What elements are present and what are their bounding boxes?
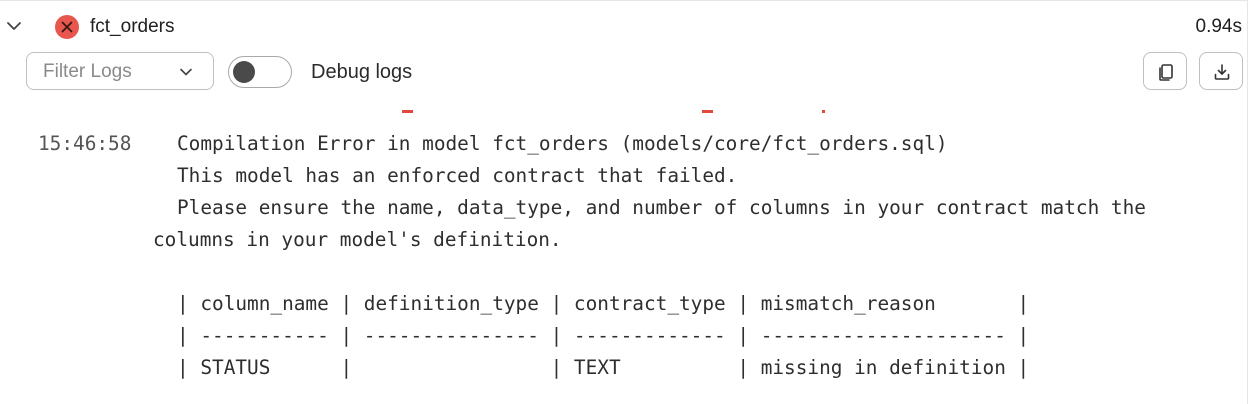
toggle-knob [233, 61, 255, 83]
log-line: This model has an enforced contract that… [177, 164, 738, 187]
model-run-header: fct_orders 0.94s [0, 0, 1250, 52]
debug-logs-label: Debug logs [311, 61, 413, 83]
log-table-row: | column_name | definition_type | contra… [177, 292, 1030, 315]
log-output: 15:46:58 Compilation Error in model fct_… [0, 100, 1250, 404]
log-line: Please ensure the name, data_type, and n… [177, 196, 1146, 219]
log-timestamp: 15:46:58 [38, 132, 132, 155]
scrolled-text-fragment [402, 110, 413, 113]
log-line: columns in your model's definition. [153, 228, 562, 251]
chevron-down-icon [180, 68, 192, 76]
download-icon [1214, 64, 1230, 80]
log-table-row: | ----------- | --------------- | ------… [177, 324, 1030, 347]
filter-logs-select[interactable]: Filter Logs [26, 52, 214, 90]
copy-icon [1159, 64, 1173, 81]
log-toolbar: Filter Logs Debug logs [0, 52, 1250, 92]
model-name: fct_orders [90, 16, 175, 37]
copy-logs-button[interactable] [1143, 52, 1187, 90]
scrolled-text-fragment [822, 110, 825, 113]
log-table-row: | STATUS | | TEXT | missing in definitio… [177, 356, 1030, 379]
scrolled-text-fragment [702, 110, 713, 113]
download-logs-button[interactable] [1199, 52, 1243, 90]
error-x-icon [55, 15, 79, 39]
debug-logs-toggle[interactable] [228, 56, 292, 88]
filter-logs-placeholder: Filter Logs [43, 61, 132, 82]
chevron-down-icon[interactable] [4, 16, 24, 36]
run-duration: 0.94s [1195, 16, 1242, 37]
log-line: Compilation Error in model fct_orders (m… [177, 132, 948, 155]
